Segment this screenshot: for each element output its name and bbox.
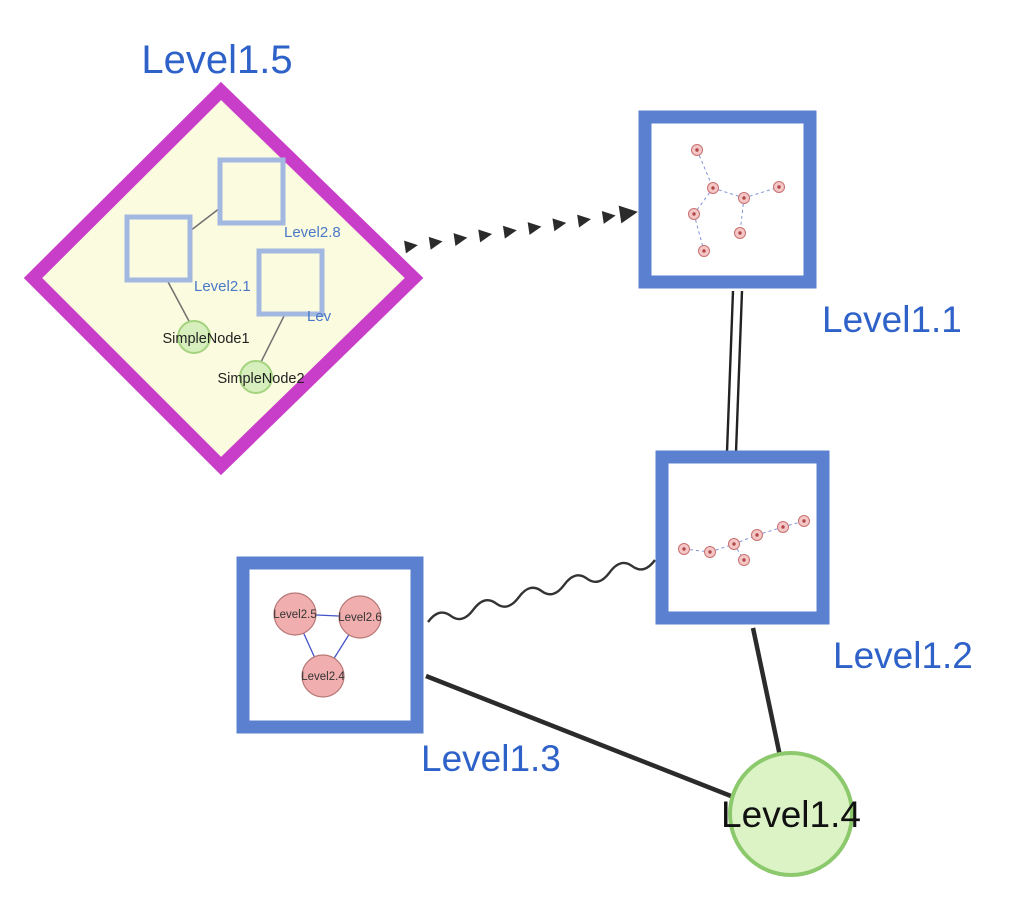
arrowhead bbox=[577, 212, 592, 228]
edge-level15-level11[interactable] bbox=[404, 202, 640, 254]
edge-level13-level12[interactable] bbox=[427, 559, 656, 623]
mini-edge bbox=[756, 526, 784, 536]
arrowhead bbox=[618, 202, 640, 224]
mini-edge bbox=[709, 543, 735, 553]
level1-1-inner-graph bbox=[688, 144, 785, 257]
arrowhead bbox=[478, 227, 494, 243]
arrowhead bbox=[428, 234, 444, 250]
node-lev-label: Lev bbox=[307, 308, 332, 325]
group-level1-2 bbox=[655, 450, 830, 625]
edge-level21-simplenode1 bbox=[166, 279, 191, 324]
node-level1-3-box[interactable] bbox=[236, 556, 424, 734]
node-simplenode2-label: SimpleNode2 bbox=[217, 371, 304, 387]
group-level1-3: Level2.5 Level2.6 Level2.4 bbox=[236, 556, 424, 734]
mini-node[interactable] bbox=[777, 521, 789, 533]
node-level1-4-label: Level1.4 bbox=[721, 794, 861, 835]
level1-2-inner-graph bbox=[678, 515, 810, 566]
double-line-right bbox=[734, 290, 744, 453]
mini-node[interactable] bbox=[798, 515, 810, 527]
mini-node[interactable] bbox=[707, 182, 719, 194]
mini-node[interactable] bbox=[704, 546, 716, 558]
mini-edge bbox=[683, 548, 711, 553]
arrowhead bbox=[601, 209, 617, 224]
node-level1-3-label: Level1.3 bbox=[421, 738, 561, 779]
mini-node[interactable] bbox=[728, 538, 740, 550]
node-level1-2-box[interactable] bbox=[655, 450, 830, 625]
node-level2-8-label: Level2.8 bbox=[284, 224, 341, 241]
arrowhead bbox=[527, 220, 543, 235]
mini-node[interactable] bbox=[773, 181, 785, 193]
node-level2-1[interactable] bbox=[124, 214, 193, 283]
node-level2-8[interactable] bbox=[217, 157, 286, 226]
node-level1-4[interactable] bbox=[728, 751, 854, 877]
edge-level21-level28 bbox=[189, 207, 221, 232]
edge-lev-simplenode2 bbox=[260, 313, 286, 363]
node-level2-6[interactable] bbox=[338, 595, 382, 639]
edge-level11-level12[interactable] bbox=[725, 290, 744, 453]
mini-edge bbox=[743, 186, 780, 199]
mini-node[interactable] bbox=[738, 554, 750, 566]
node-level2-5[interactable] bbox=[273, 592, 317, 636]
mini-node[interactable] bbox=[678, 543, 690, 555]
node-simplenode2[interactable] bbox=[239, 360, 273, 394]
mini-node[interactable] bbox=[698, 245, 710, 257]
arrowhead bbox=[502, 223, 518, 239]
node-simplenode1-label: SimpleNode1 bbox=[162, 331, 249, 347]
mini-node[interactable] bbox=[734, 227, 746, 239]
group-level1-1 bbox=[638, 110, 817, 289]
node-level1-1-box[interactable] bbox=[638, 110, 817, 289]
arrowhead bbox=[552, 216, 568, 232]
node-level2-1-label: Level2.1 bbox=[194, 278, 251, 295]
arrowhead bbox=[404, 238, 419, 254]
mini-node[interactable] bbox=[691, 144, 703, 156]
node-simplenode1[interactable] bbox=[177, 320, 211, 354]
node-level2-4[interactable] bbox=[301, 654, 345, 698]
node-level2-5-label: Level2.5 bbox=[273, 609, 316, 621]
mini-edge bbox=[693, 213, 705, 252]
node-level1-2-label: Level1.2 bbox=[833, 635, 973, 676]
node-level1-5-diamond[interactable] bbox=[23, 81, 424, 476]
mini-node[interactable] bbox=[738, 192, 750, 204]
arrowhead bbox=[453, 231, 469, 247]
node-level2-4-label: Level2.4 bbox=[301, 671, 345, 683]
mini-edge bbox=[696, 149, 714, 189]
level1-3-inner-graph: Level2.5 Level2.6 Level2.4 bbox=[273, 592, 382, 698]
mini-node[interactable] bbox=[751, 529, 763, 541]
node-level1-5-label: Level1.5 bbox=[141, 38, 292, 82]
node-lev[interactable] bbox=[256, 248, 325, 317]
group-level1-5: Level2.8 Level2.1 Lev SimpleNode1 Simple… bbox=[23, 81, 424, 476]
mini-node[interactable] bbox=[688, 208, 700, 220]
edge-level13-level14[interactable] bbox=[425, 673, 737, 801]
edge-level12-level14[interactable] bbox=[750, 627, 783, 757]
double-line-left bbox=[725, 290, 735, 453]
node-level2-6-label: Level2.6 bbox=[338, 612, 381, 624]
node-level1-1-label: Level1.1 bbox=[822, 299, 962, 340]
